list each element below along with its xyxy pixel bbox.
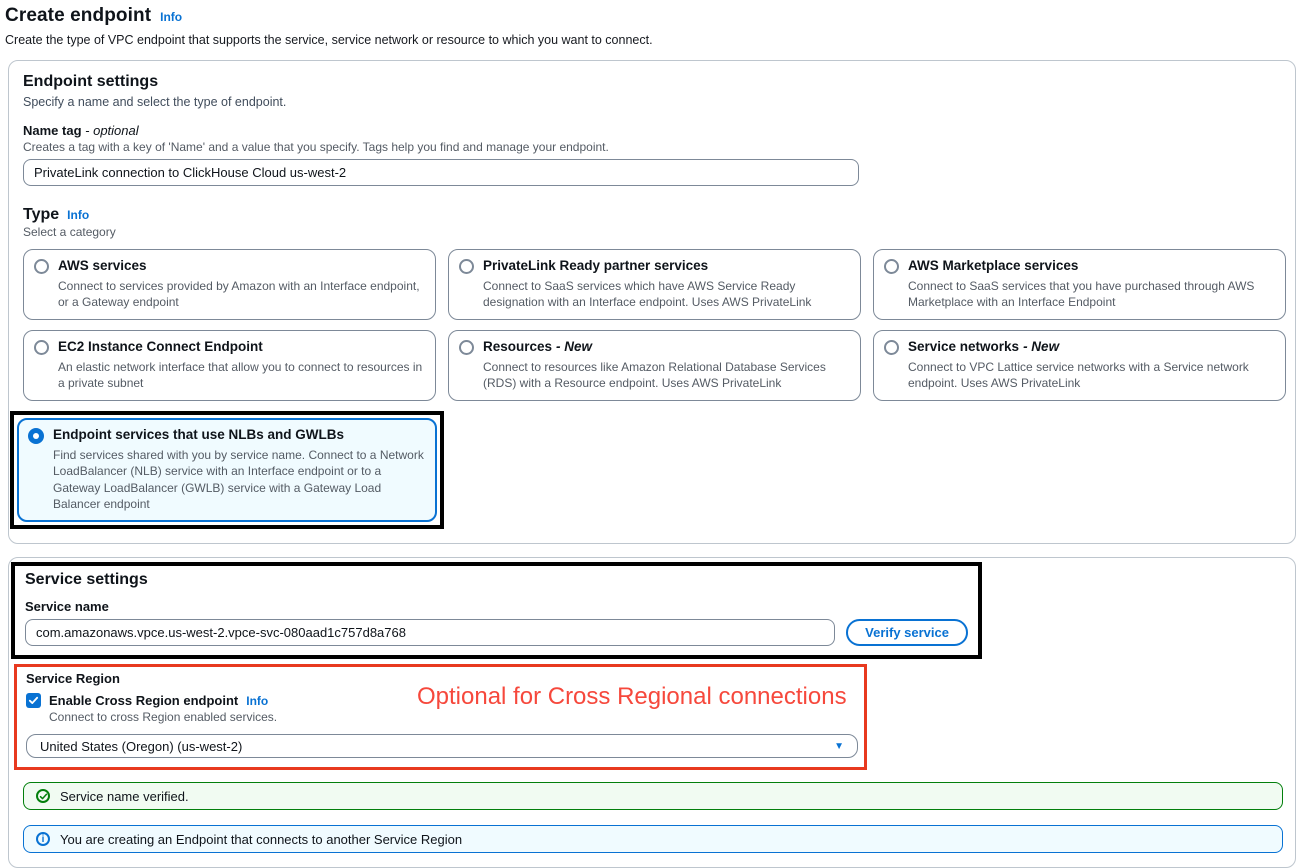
type-option-aws-services[interactable]: AWS services Connect to services provide… <box>23 249 436 320</box>
option-label: PrivateLink Ready partner services <box>483 258 709 273</box>
type-label: Type <box>23 206 60 223</box>
service-region-selected-value: United States (Oregon) (us-west-2) <box>40 738 243 754</box>
service-name-label: Service name <box>25 599 109 614</box>
radio-icon[interactable] <box>34 339 49 355</box>
cross-region-info-banner: i You are creating an Endpoint that conn… <box>23 825 1283 853</box>
option-description: Connect to SaaS services that you have p… <box>908 278 1255 310</box>
info-icon: i <box>36 832 50 846</box>
endpoint-settings-title: Endpoint settings <box>23 73 159 90</box>
cross-region-checkbox-label[interactable]: Enable Cross Region endpoint <box>49 693 239 708</box>
option-label: Endpoint services that use NLBs and GWLB… <box>53 426 345 442</box>
type-option-resources[interactable]: Resources- New Connect to resources like… <box>448 329 861 401</box>
type-option-service-networks[interactable]: Service networks- New Connect to VPC Lat… <box>873 329 1286 401</box>
radio-icon[interactable] <box>459 259 474 274</box>
type-option-ec2-instance-connect-endpoint[interactable]: EC2 Instance Connect Endpoint An elastic… <box>23 329 436 401</box>
option-new-badge: - New <box>556 338 593 354</box>
type-hint: Select a category <box>23 225 116 239</box>
annotation-box-service-settings: Service settings Service name Verify ser… <box>11 562 982 659</box>
name-tag-hint: Creates a tag with a key of 'Name' and a… <box>23 140 609 154</box>
service-settings-title: Service settings <box>25 571 148 588</box>
type-option-grid: AWS services Connect to services provide… <box>10 249 1286 529</box>
service-settings-card: Service settings Service name Verify ser… <box>8 557 1296 868</box>
page-description: Create the type of VPC endpoint that sup… <box>5 33 653 47</box>
option-description: Find services shared with you by service… <box>53 447 424 512</box>
radio-icon[interactable] <box>459 339 474 355</box>
option-label: EC2 Instance Connect Endpoint <box>58 338 263 354</box>
type-option-aws-marketplace-services[interactable]: AWS Marketplace services Connect to SaaS… <box>873 249 1286 320</box>
radio-icon[interactable] <box>884 259 899 274</box>
chevron-down-icon: ▼ <box>834 740 844 752</box>
annotation-box-service-region: Service Region Enable Cross Region endpo… <box>14 664 867 770</box>
option-description: Connect to services provided by Amazon w… <box>58 278 420 310</box>
cross-region-info-link[interactable]: Info <box>246 693 269 708</box>
cross-region-hint: Connect to cross Region enabled services… <box>49 710 278 724</box>
annotation-note: Optional for Cross Regional connections <box>417 683 847 710</box>
radio-icon[interactable] <box>884 339 899 355</box>
option-label: AWS Marketplace services <box>908 258 1079 273</box>
option-label: Service networks <box>908 338 1020 354</box>
page-header: Create endpoint Info Create the type of … <box>0 0 1304 47</box>
service-region-select[interactable]: United States (Oregon) (us-west-2) ▼ <box>26 734 858 758</box>
option-description: Connect to VPC Lattice service networks … <box>908 359 1249 391</box>
option-new-badge: - New <box>1023 338 1060 354</box>
success-check-icon <box>36 789 50 803</box>
option-label: Resources <box>483 338 553 354</box>
service-verified-banner: Service name verified. <box>23 782 1283 810</box>
cross-region-checkbox[interactable] <box>26 693 41 708</box>
type-option-endpoint-services-nlb-gwlb[interactable]: Endpoint services that use NLBs and GWLB… <box>17 417 437 522</box>
service-region-label: Service Region <box>26 671 120 686</box>
endpoint-settings-subtitle: Specify a name and select the type of en… <box>23 95 287 109</box>
option-description: Connect to SaaS services which have AWS … <box>483 278 812 310</box>
page-title: Create endpoint <box>5 5 152 26</box>
name-tag-label: Name tag - optional <box>23 123 139 138</box>
radio-icon[interactable] <box>34 259 49 274</box>
option-label: AWS services <box>58 258 147 273</box>
service-name-input[interactable] <box>25 619 836 646</box>
radio-selected-icon[interactable] <box>28 427 44 444</box>
option-description: An elastic network interface that allow … <box>58 359 423 391</box>
type-option-privatelink-ready-partner-services[interactable]: PrivateLink Ready partner services Conne… <box>448 249 861 320</box>
service-verified-text: Service name verified. <box>60 788 189 804</box>
verify-service-button[interactable]: Verify service <box>846 619 968 646</box>
cross-region-info-text: You are creating an Endpoint that connec… <box>60 831 463 847</box>
option-description: Connect to resources like Amazon Relatio… <box>483 359 826 391</box>
annotation-box-selected-type: Endpoint services that use NLBs and GWLB… <box>10 410 444 529</box>
endpoint-settings-card: Endpoint settings Specify a name and sel… <box>8 60 1296 544</box>
name-tag-input[interactable] <box>23 159 859 186</box>
type-info-link[interactable]: Info <box>67 208 90 222</box>
page-title-info-link[interactable]: Info <box>160 10 183 24</box>
